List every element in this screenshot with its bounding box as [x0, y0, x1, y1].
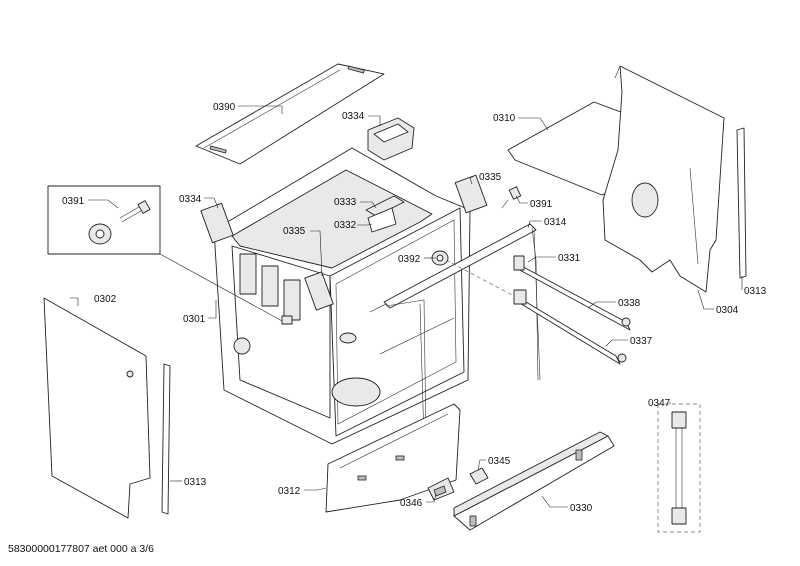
label-0391: 0391 [62, 196, 85, 207]
part-0334-top-bracket[interactable] [367, 117, 415, 161]
label-0347: 0347 [648, 398, 671, 409]
part-0333-latch[interactable] [365, 195, 405, 233]
label-0391: 0391 [530, 199, 553, 210]
label-0335: 0335 [283, 226, 306, 237]
label-0345: 0345 [488, 456, 511, 467]
label-0337: 0337 [630, 336, 653, 347]
label-0314: 0314 [544, 217, 567, 228]
label-0392: 0392 [398, 254, 421, 265]
label-0304: 0304 [716, 305, 739, 316]
label-0333: 0333 [334, 197, 357, 208]
part-0304-side-panel[interactable] [602, 65, 725, 293]
label-0302: 0302 [94, 294, 117, 305]
label-0301: 0301 [183, 314, 206, 325]
part-0345-clip[interactable] [469, 467, 489, 485]
part-0302-door-panel[interactable] [43, 297, 151, 519]
label-0335: 0335 [479, 172, 502, 183]
part-labels: 0390 0334 0310 0391 0334 0333 0332 0335 … [62, 102, 767, 514]
label-0331: 0331 [558, 253, 581, 264]
label-0346: 0346 [400, 498, 423, 509]
label-0334: 0334 [342, 111, 365, 122]
part-0391-screw[interactable] [501, 186, 522, 209]
part-0313-right-strip[interactable] [736, 127, 747, 279]
part-0330-base-plinth[interactable] [453, 431, 615, 531]
detail-box-0391 [47, 185, 293, 325]
detail-box-0347 [657, 403, 701, 533]
part-0390-top-strip[interactable] [195, 63, 385, 165]
label-0312: 0312 [278, 486, 301, 497]
part-0312-front-plate[interactable] [325, 403, 461, 513]
part-0346-connector[interactable] [427, 477, 455, 501]
label-0313: 0313 [184, 477, 207, 488]
document-id-footer: 58300000177807 aet 000 a 3/6 [8, 543, 154, 555]
label-0332: 0332 [334, 220, 357, 231]
leader-lines [70, 105, 743, 508]
part-0314-u-rail[interactable] [383, 223, 541, 441]
label-0310: 0310 [493, 113, 516, 124]
part-0337-lower-rail[interactable] [513, 289, 631, 365]
assembly-dashed-line [445, 259, 515, 297]
label-0390: 0390 [213, 102, 236, 113]
label-0334: 0334 [179, 194, 202, 205]
part-0313-left-strip[interactable] [161, 363, 171, 515]
part-0331-guide-rail[interactable] [513, 255, 631, 331]
label-0330: 0330 [570, 503, 593, 514]
label-0313: 0313 [744, 286, 767, 297]
dishwasher-tub-frame[interactable] [200, 147, 488, 445]
label-0338: 0338 [618, 298, 641, 309]
exploded-parts-diagram: 0390 0334 0310 0391 0334 0333 0332 0335 … [43, 63, 767, 533]
